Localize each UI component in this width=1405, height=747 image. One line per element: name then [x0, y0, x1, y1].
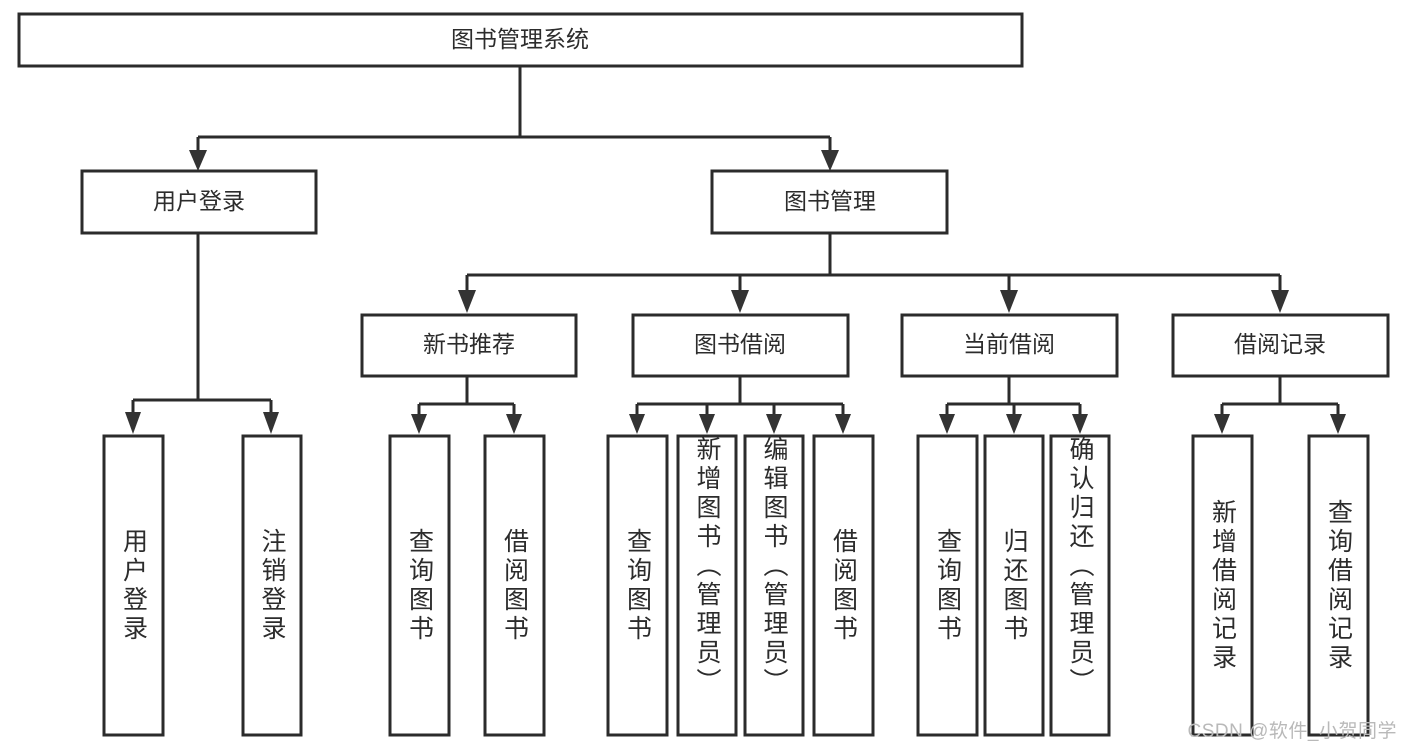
node-label-book-management: 图书管理 — [784, 188, 876, 214]
node-box-user-login[interactable] — [80, 169, 318, 235]
connector-group-book-borrow — [629, 376, 851, 434]
arrow-head-bb-leaf-2 — [699, 414, 715, 434]
node-label-user-login: 用户登录 — [153, 188, 245, 214]
leaf-box-br-add-record[interactable] — [1191, 434, 1254, 737]
connector-group-borrow-records — [1214, 376, 1346, 434]
node-label-current-borrow: 当前借阅 — [963, 331, 1055, 357]
leaf-box-bb-query-book[interactable] — [606, 434, 669, 737]
leaf-box-br-query-record[interactable] — [1307, 434, 1370, 737]
leaf-box-cb-confirm-return[interactable] — [1049, 434, 1111, 737]
node-box-new-book-recommend[interactable] — [360, 313, 578, 378]
arrow-head-book-manage — [821, 150, 839, 171]
leaf-box-cb-query-book[interactable] — [916, 434, 979, 737]
arrow-head-br-leaf-1 — [1214, 414, 1230, 434]
arrow-head-nbr-leaf-2 — [506, 414, 522, 434]
arrow-head-bb-leaf-3 — [766, 414, 782, 434]
leaf-box-bb-borrow-book[interactable] — [812, 434, 875, 737]
connector-group-book-manage — [458, 233, 1289, 313]
node-new-book-recommend[interactable]: 新书推荐 — [360, 313, 578, 378]
arrow-head-bb-leaf-1 — [629, 414, 645, 434]
arrow-head-leaf-user-login — [125, 412, 141, 434]
arrow-head-borrow-records — [1271, 290, 1289, 313]
leaf-box-cb-return-book[interactable] — [983, 434, 1045, 737]
arrow-head-book-borrow — [731, 290, 749, 313]
node-box-book-borrow[interactable] — [631, 313, 850, 378]
arrow-head-cb-leaf-1 — [939, 414, 955, 434]
leaf-box-nbr-borrow-book[interactable] — [483, 434, 546, 737]
connector-group-current-borrow — [939, 376, 1088, 434]
node-box-borrow-records[interactable] — [1171, 313, 1390, 378]
connector-group-root — [189, 66, 839, 171]
arrow-head-bb-leaf-4 — [835, 414, 851, 434]
node-borrow-records[interactable]: 借阅记录 — [1171, 313, 1390, 378]
arrow-head-cb-leaf-3 — [1072, 414, 1088, 434]
node-book-borrow[interactable]: 图书借阅 — [631, 313, 850, 378]
connector-group-new-book-recommend — [411, 376, 522, 434]
leaf-box-nbr-query-book[interactable] — [388, 434, 451, 737]
arrow-head-leaf-logout — [263, 412, 279, 434]
node-box-book-management[interactable] — [710, 169, 949, 235]
arrow-head-new-book-recommend — [458, 290, 476, 313]
arrow-head-nbr-leaf-1 — [411, 414, 427, 434]
node-box-current-borrow[interactable] — [900, 313, 1119, 378]
node-label-root: 图书管理系统 — [451, 26, 589, 52]
connector-group-user-login — [125, 233, 279, 434]
leaf-box-user-login-login[interactable] — [102, 434, 165, 737]
arrow-head-cb-leaf-2 — [1006, 414, 1022, 434]
leaf-box-user-login-logout[interactable] — [241, 434, 303, 737]
node-label-borrow-records: 借阅记录 — [1234, 331, 1326, 357]
node-label-new-book-recommend: 新书推荐 — [423, 331, 515, 357]
node-user-login[interactable]: 用户登录 — [80, 169, 318, 235]
arrow-head-current-borrow — [1000, 290, 1018, 313]
watermark-text: CSDN @软件_小贺同学 — [1187, 721, 1397, 742]
node-label-book-borrow: 图书借阅 — [694, 331, 786, 357]
leaf-box-bb-add-book[interactable] — [676, 434, 738, 737]
arrow-head-br-leaf-2 — [1330, 414, 1346, 434]
node-current-borrow[interactable]: 当前借阅 — [900, 313, 1119, 378]
node-book-management[interactable]: 图书管理 — [710, 169, 949, 235]
arrow-head-user-login — [189, 150, 207, 171]
leaf-box-bb-edit-book[interactable] — [743, 434, 805, 737]
node-box-root[interactable] — [17, 12, 1024, 68]
node-root-book-management-system[interactable]: 图书管理系统 — [17, 12, 1024, 68]
